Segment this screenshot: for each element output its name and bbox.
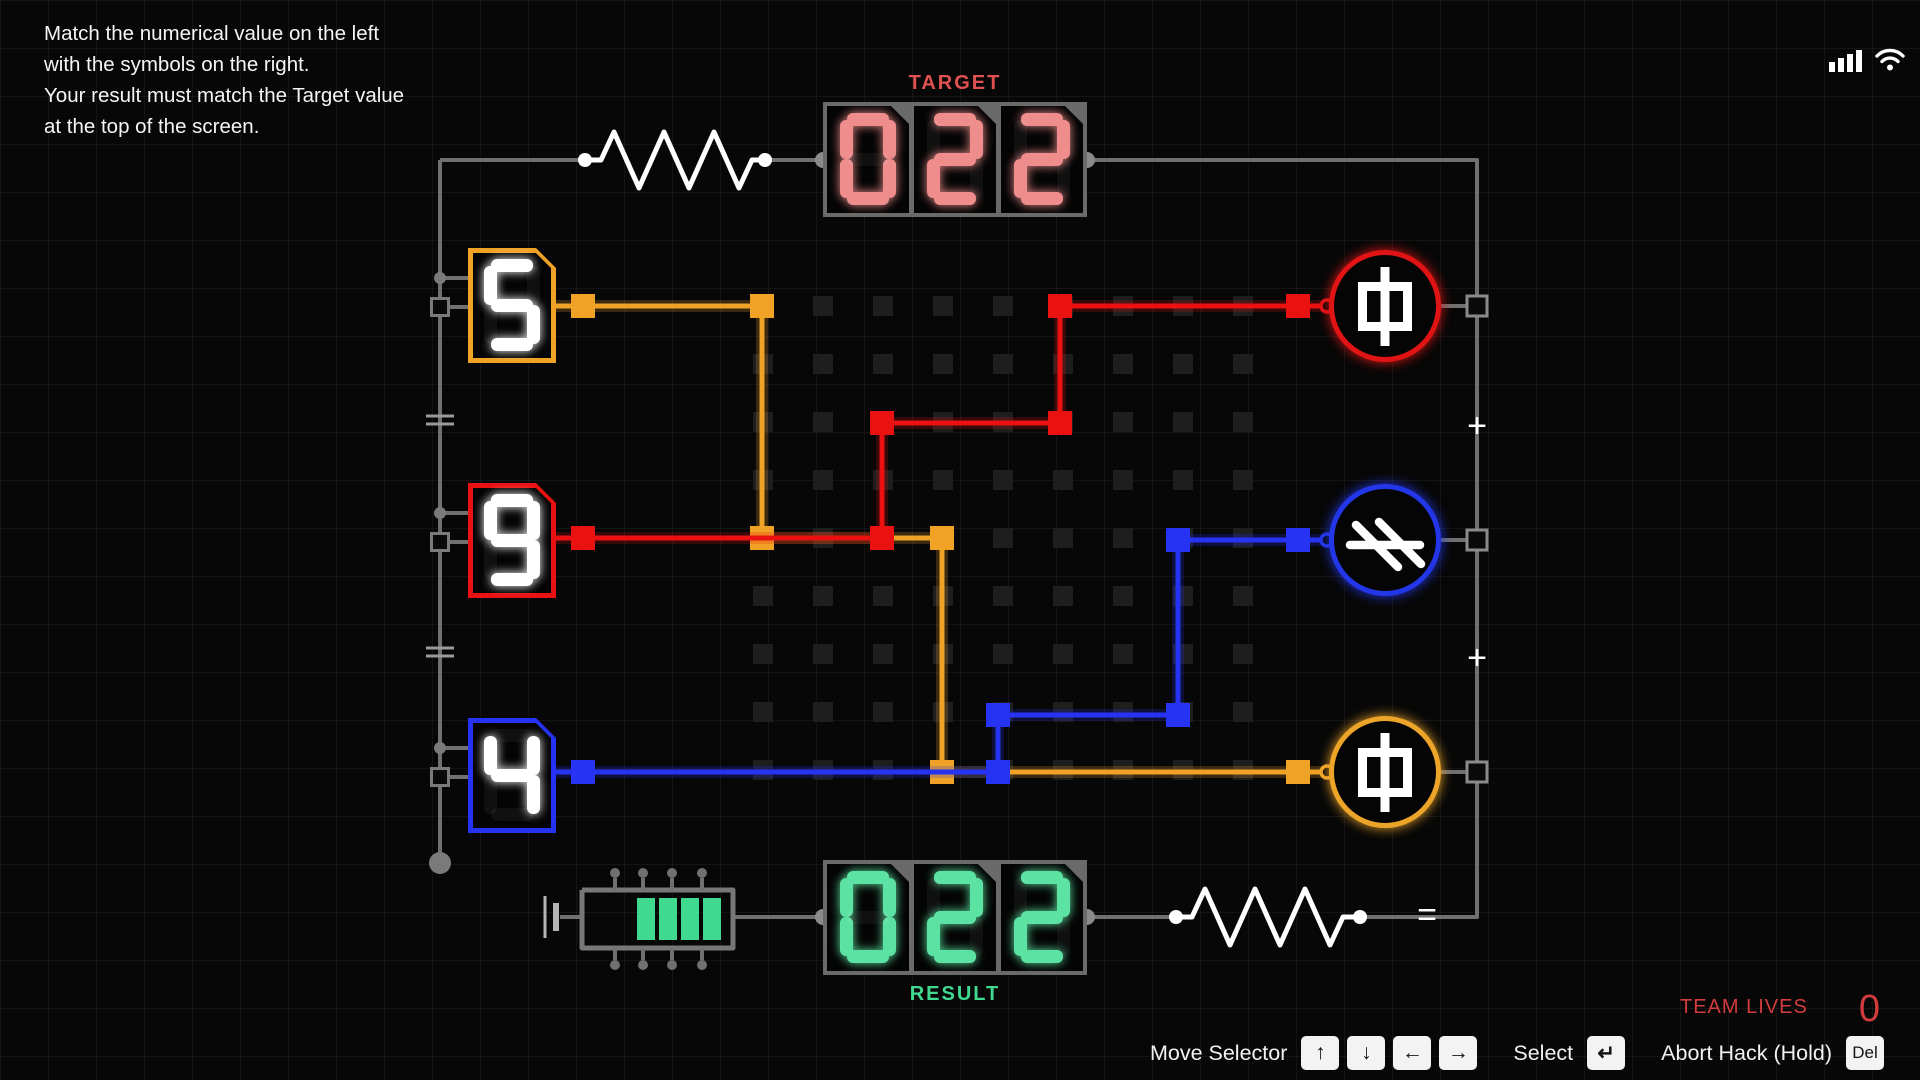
target-digit xyxy=(840,113,896,205)
team-lives-label: TEAM LIVES xyxy=(1680,996,1808,1018)
input-digit xyxy=(484,259,540,351)
result-label: RESULT xyxy=(909,983,1001,1005)
arrow-up-key-icon: ↑ xyxy=(1301,1036,1340,1070)
input-digit xyxy=(484,494,540,586)
signal-bars-icon xyxy=(1829,50,1862,72)
input-digit xyxy=(484,729,540,821)
instructions-line: at the top of the screen. xyxy=(44,115,260,138)
svg-text:+: + xyxy=(1467,407,1487,445)
enter-key-icon: ↵ xyxy=(1587,1036,1626,1070)
output-circle-2[interactable] xyxy=(1329,484,1441,596)
status-icons xyxy=(1829,46,1906,72)
control-hints-bar: Move Selector ↑ ↓ ← → Select ↵ Abort Hac… xyxy=(1150,1036,1884,1070)
svg-text:=: = xyxy=(1417,896,1437,934)
select-label: Select xyxy=(1513,1040,1574,1065)
target-display xyxy=(823,102,1087,217)
output-circle-3[interactable] xyxy=(1329,716,1441,828)
arrow-left-key-icon: ← xyxy=(1393,1036,1432,1070)
output-circle-1[interactable] xyxy=(1329,250,1441,362)
target-label: TARGET xyxy=(908,72,1002,94)
result-digit-cell xyxy=(827,864,909,971)
move-selector-label: Move Selector xyxy=(1149,1040,1288,1065)
arrow-right-key-icon: → xyxy=(1439,1036,1478,1070)
result-digit xyxy=(840,871,896,963)
input-box-2[interactable] xyxy=(468,483,556,598)
instructions-line: with the symbols on the right. xyxy=(44,53,310,76)
instructions-line: Your result must match the Target value xyxy=(44,84,405,107)
result-digit xyxy=(927,871,983,963)
target-digit-cell xyxy=(827,106,909,213)
target-digit-cell xyxy=(914,106,996,213)
instructions-text: Match the numerical value on the left wi… xyxy=(44,18,404,142)
result-display xyxy=(823,860,1087,975)
result-digit xyxy=(1014,871,1070,963)
input-box-1[interactable] xyxy=(468,248,556,363)
input-box-3[interactable] xyxy=(468,718,556,833)
delete-key-icon: Del xyxy=(1846,1036,1884,1070)
team-lives: TEAM LIVES 0 xyxy=(1680,988,1880,1031)
instructions-line: Match the numerical value on the left xyxy=(44,22,380,45)
wifi-icon xyxy=(1875,48,1905,71)
target-digit xyxy=(927,113,983,205)
svg-text:+: + xyxy=(1467,639,1487,677)
team-lives-value: 0 xyxy=(1858,988,1880,1030)
target-digit-cell xyxy=(1001,106,1083,213)
result-digit-cell xyxy=(914,864,996,971)
abort-hack-label: Abort Hack (Hold) xyxy=(1661,1040,1832,1065)
arrow-down-key-icon: ↓ xyxy=(1347,1036,1386,1070)
result-digit-cell xyxy=(1001,864,1083,971)
target-digit xyxy=(1014,113,1070,205)
